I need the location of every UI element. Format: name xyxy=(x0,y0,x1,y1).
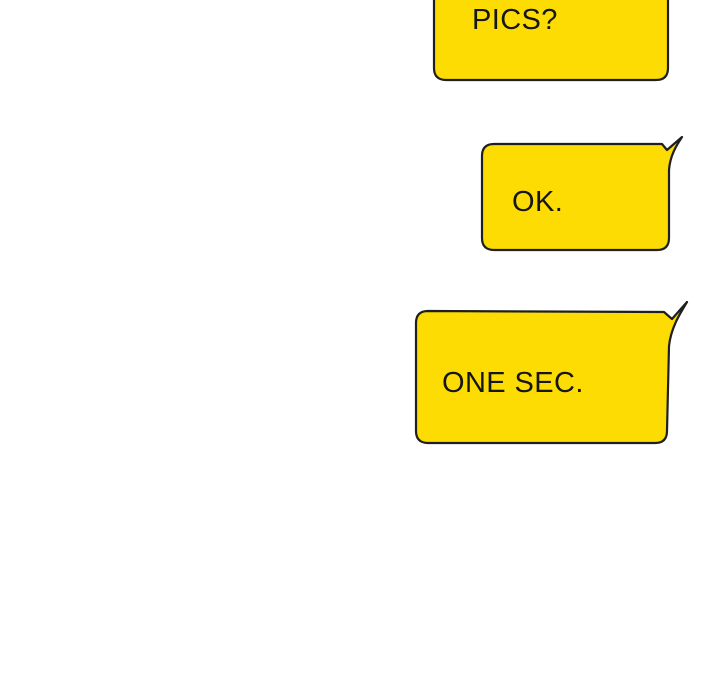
speech-bubble-one-sec: ONE SEC. xyxy=(414,298,696,450)
bubble-text: PICS? xyxy=(472,4,558,36)
bubble-shape xyxy=(432,0,670,82)
speech-bubble-pics: PICS? xyxy=(432,0,676,86)
bubble-text: ONE SEC. xyxy=(442,367,584,399)
bubble-outline xyxy=(432,0,670,82)
bubble-outline xyxy=(414,300,689,445)
bubble-text: OK. xyxy=(512,186,564,218)
bubble-shape-with-tail xyxy=(414,300,689,445)
speech-bubble-ok: OK. xyxy=(479,130,694,256)
bubble-shape-with-tail xyxy=(480,135,684,252)
bubble-outline xyxy=(480,135,684,252)
